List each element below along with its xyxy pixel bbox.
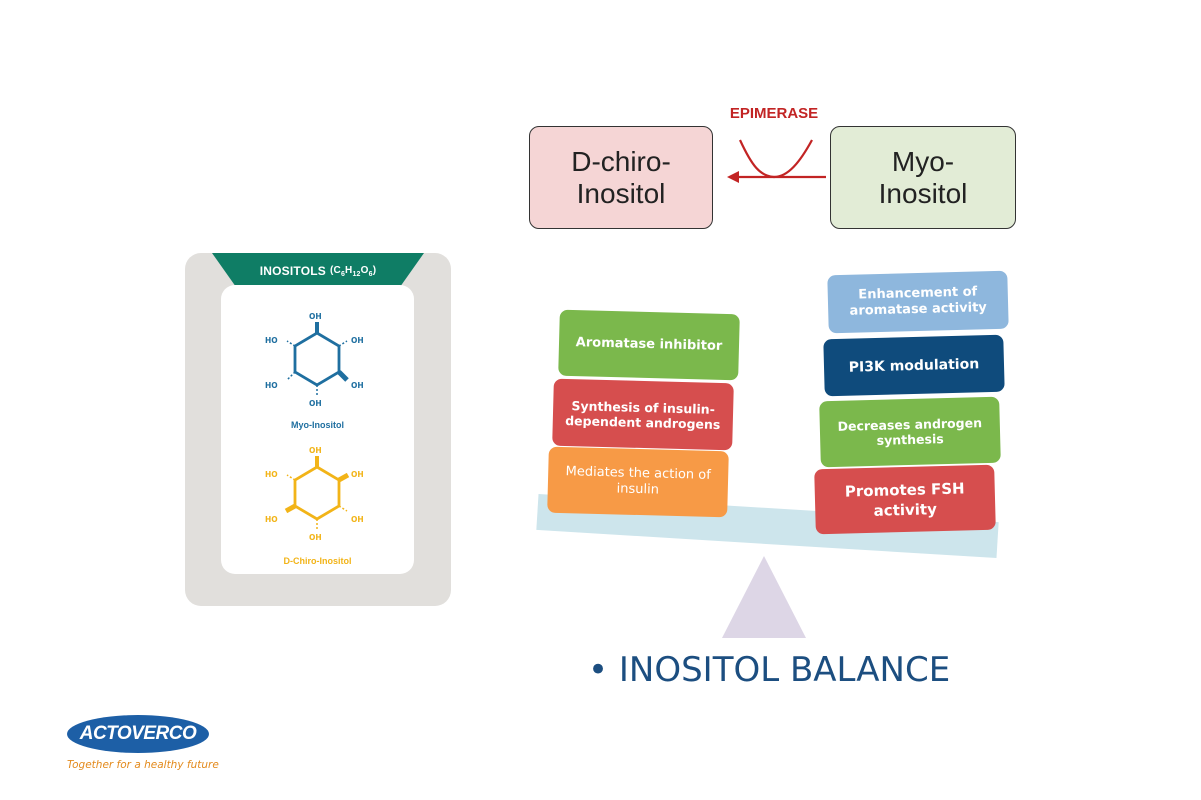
logo-tagline: Together for a healthy future — [67, 759, 219, 771]
dchiro-inositol-label: D-Chiro-Inositol — [283, 556, 352, 566]
block-promotes-fsh: Promotes FSH activity — [814, 464, 996, 535]
inositol-balance-title: • INOSITOL BALANCE — [588, 650, 951, 690]
dchiro-oh-right-bottom: OH — [351, 515, 364, 524]
dchiro-oh-top: OH — [309, 446, 322, 455]
myo-oh-right-bottom: OH — [351, 381, 364, 390]
epimerase-arrow — [727, 139, 826, 183]
dchiro-ho-left-bottom: HO — [265, 515, 278, 524]
block-aromatase-enhancement: Enhancement of aromatase activity — [827, 270, 1009, 334]
d-chiro-inositol-box: D-chiro- Inositol — [529, 126, 713, 229]
inositols-banner: INOSITOLS (C6H12O6) — [212, 253, 424, 289]
dchiro-oh-bottom: OH — [309, 533, 322, 542]
myo-inositol-structure — [286, 322, 349, 396]
balance-fulcrum — [722, 556, 806, 638]
myo-oh-right-top: OH — [351, 336, 364, 345]
myo-oh-bottom: OH — [309, 399, 322, 408]
banner-title: INOSITOLS — [259, 264, 326, 278]
epimerase-label: EPIMERASE — [729, 105, 819, 122]
myo-oh-top: OH — [309, 312, 322, 321]
dchiro-ho-left-top: HO — [265, 470, 278, 479]
myo-inositol-label: Myo-Inositol — [291, 420, 344, 430]
dchiro-inositol-structure — [284, 456, 350, 530]
block-mediates-insulin: Mediates the action of insulin — [547, 446, 729, 518]
myo-ho-left-bottom: HO — [265, 381, 278, 390]
actoverco-logo: ACTOVERCO — [67, 715, 209, 753]
block-decreases-androgen: Decreases androgen synthesis — [819, 396, 1001, 468]
molecule-structures: OH HO OH HO OH OH OH HO OH HO OH OH — [265, 312, 364, 542]
block-aromatase-inhibitor: Aromatase inhibitor — [558, 309, 740, 381]
dchiro-oh-right-top: OH — [351, 470, 364, 479]
myo-ho-left-top: HO — [265, 336, 278, 345]
banner-formula: (C6H12O6) — [330, 264, 377, 278]
myo-inositol-box: Myo- Inositol — [830, 126, 1016, 229]
block-pi3k-modulation: PI3K modulation — [823, 334, 1005, 397]
block-insulin-dependent-androgens: Synthesis of insulin-dependent androgens — [552, 378, 734, 451]
